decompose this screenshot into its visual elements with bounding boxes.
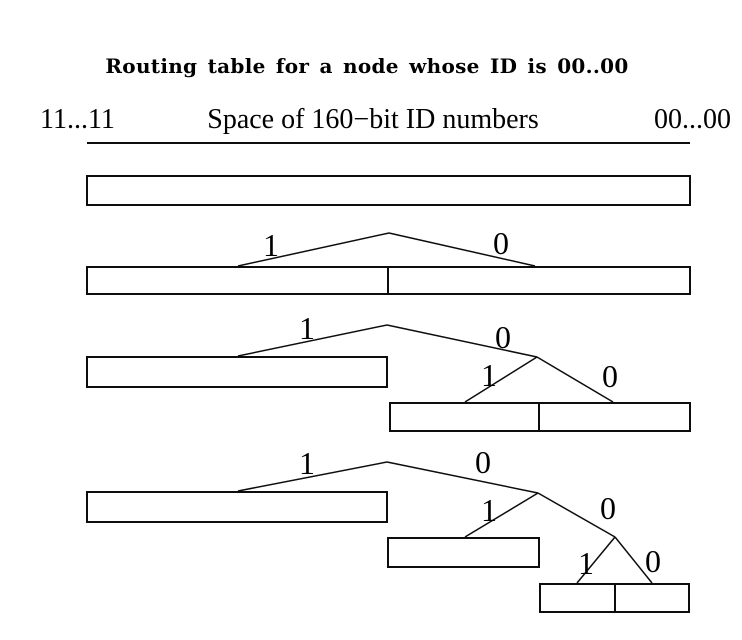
range-box-row4-left [86,491,388,523]
branch-line-row2-0 [388,232,536,267]
branch-line-row4-1 [237,461,388,492]
id-space-axis-right-label: 00...00 [654,104,731,135]
bit-label-row4-sub-1: 1 [481,492,497,528]
branch-line-row4-subsub-0 [614,536,653,584]
bit-label-row4-0: 0 [475,444,491,480]
bit-label-row3-sub-0: 0 [602,358,618,394]
id-space-axis-left-label: 11...11 [40,104,115,135]
bit-label-row3-0: 0 [495,319,511,355]
branch-line-row2-1 [237,232,390,267]
branch-line-row3-sub-1 [464,356,538,403]
branch-line-row4-sub-0 [537,492,616,538]
branch-line-row4-subsub-1 [576,536,616,584]
bit-label-row4-1: 1 [299,445,315,481]
branch-line-row3-1 [237,324,388,357]
range-box-row3-left [86,356,388,388]
id-space-axis-center-label: Space of 160−bit ID numbers [207,104,539,135]
branch-line-row4-0 [386,461,539,494]
bit-label-row2-0: 0 [493,225,509,261]
branch-line-row3-0 [386,324,538,358]
range-box-row4-middle [387,537,540,568]
figure-title: Routing table for a node whose ID is 00.… [105,54,629,78]
bit-label-row4-subsub-1: 1 [578,545,594,581]
bit-label-row3-sub-1: 1 [481,357,497,393]
bit-label-row4-subsub-0: 0 [645,543,661,579]
bit-label-row2-1: 1 [263,227,279,263]
bit-label-row3-1: 1 [299,310,315,346]
range-box-row1-full-space [86,175,691,206]
bit-label-row4-sub-0: 0 [600,490,616,526]
branch-line-row4-sub-1 [464,492,539,538]
branch-line-row3-sub-0 [536,356,614,403]
